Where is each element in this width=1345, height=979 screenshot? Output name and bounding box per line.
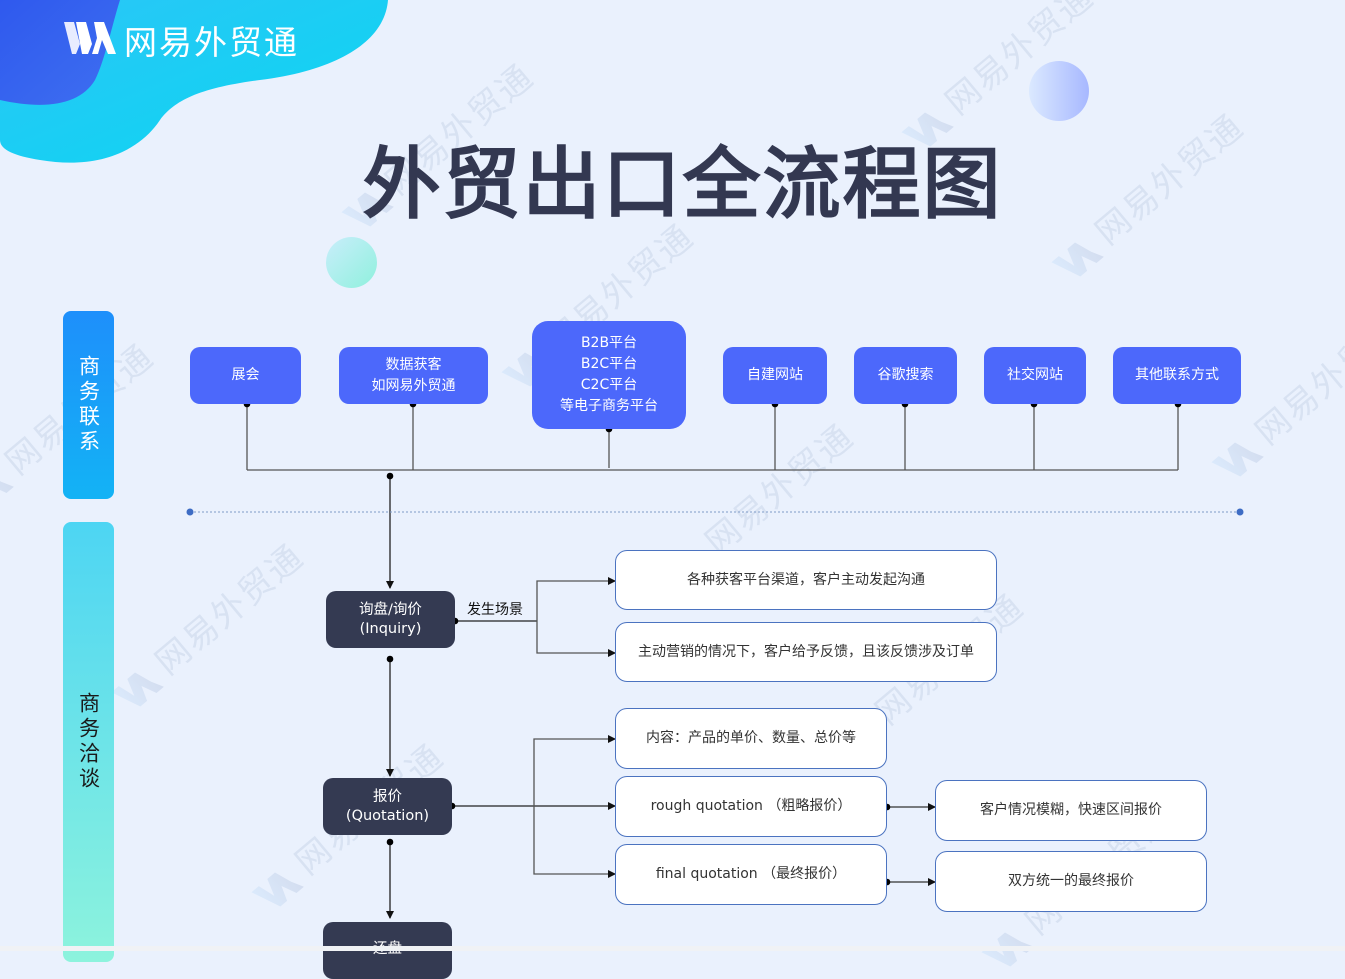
divider-endpoint [186,508,194,516]
connector-dot [386,838,394,846]
connector-dot [386,472,394,480]
channel-node-google-search[interactable]: 谷歌搜索 [854,347,957,404]
lane-label: 商务洽谈 [76,692,101,792]
final-quotation-node[interactable]: final quotation （最终报价） [615,844,887,905]
divider-endpoint [1236,508,1244,516]
quotation-content-node[interactable]: 内容：产品的单价、数量、总价等 [615,708,887,769]
node-label: 双方统一的最终报价 [1008,873,1134,889]
edge-label-scenario: 发生场景 [467,602,523,618]
node-label: B2B平台 B2C平台 C2C平台 等电子商务平台 [560,335,658,414]
node-label: 社交网站 [1007,367,1063,383]
step-node-quotation[interactable]: 报价 (Quotation) [323,778,452,835]
node-label: 客户情况模糊，快速区间报价 [980,802,1162,818]
rough-quotation-detail-node[interactable]: 客户情况模糊，快速区间报价 [935,780,1207,841]
node-label: 数据获客 如网易外贸通 [371,356,456,394]
decorative-circle [326,237,377,288]
lane-business-negotiation: 商务洽谈 [63,522,114,962]
node-label: 其他联系方式 [1135,367,1219,383]
step-node-inquiry[interactable]: 询盘/询价 (Inquiry) [326,591,455,648]
bottom-strip [0,946,1345,951]
channel-node-ecommerce-platforms[interactable]: B2B平台 B2C平台 C2C平台 等电子商务平台 [532,321,686,429]
channel-node-own-website[interactable]: 自建网站 [723,347,827,404]
node-label: 询盘/询价 (Inquiry) [359,601,422,637]
page-title: 外贸出口全流程图 [362,140,1003,230]
rough-quotation-node[interactable]: rough quotation （粗略报价） [615,776,887,837]
connector-lines [186,400,1244,919]
channel-node-trade-show[interactable]: 展会 [190,347,301,404]
channel-node-data-leads[interactable]: 数据获客 如网易外贸通 [339,347,488,404]
channel-node-other-contact[interactable]: 其他联系方式 [1113,347,1241,404]
node-label: final quotation （最终报价） [655,866,847,882]
channel-node-social-sites[interactable]: 社交网站 [984,347,1086,404]
node-label: 自建网站 [747,367,803,383]
scenario-node[interactable]: 各种获客平台渠道，客户主动发起沟通 [615,550,997,610]
node-label: rough quotation （粗略报价） [650,798,852,814]
lane-business-contact: 商务联系 [63,311,114,499]
scenario-node[interactable]: 主动营销的情况下，客户给予反馈，且该反馈涉及订单 [615,622,997,682]
lane-label: 商务联系 [76,355,101,455]
brand-name: 网易外贸通 [124,23,299,62]
connector-arrow [536,577,616,621]
wm-logo-icon [64,22,116,54]
final-quotation-detail-node[interactable]: 双方统一的最终报价 [935,851,1207,912]
node-label: 各种获客平台渠道，客户主动发起沟通 [687,571,925,588]
decorative-circle [1029,61,1089,121]
node-label: 展会 [231,367,260,383]
connector-dot [386,655,394,663]
node-label: 内容：产品的单价、数量、总价等 [646,730,856,746]
node-label: 主动营销的情况下，客户给予反馈，且该反馈涉及订单 [638,643,974,660]
connector-arrow [536,621,616,657]
node-label: 谷歌搜索 [877,367,934,383]
node-label: 报价 (Quotation) [345,788,430,824]
connector-arrow [533,806,616,878]
connector-arrow [533,735,616,806]
